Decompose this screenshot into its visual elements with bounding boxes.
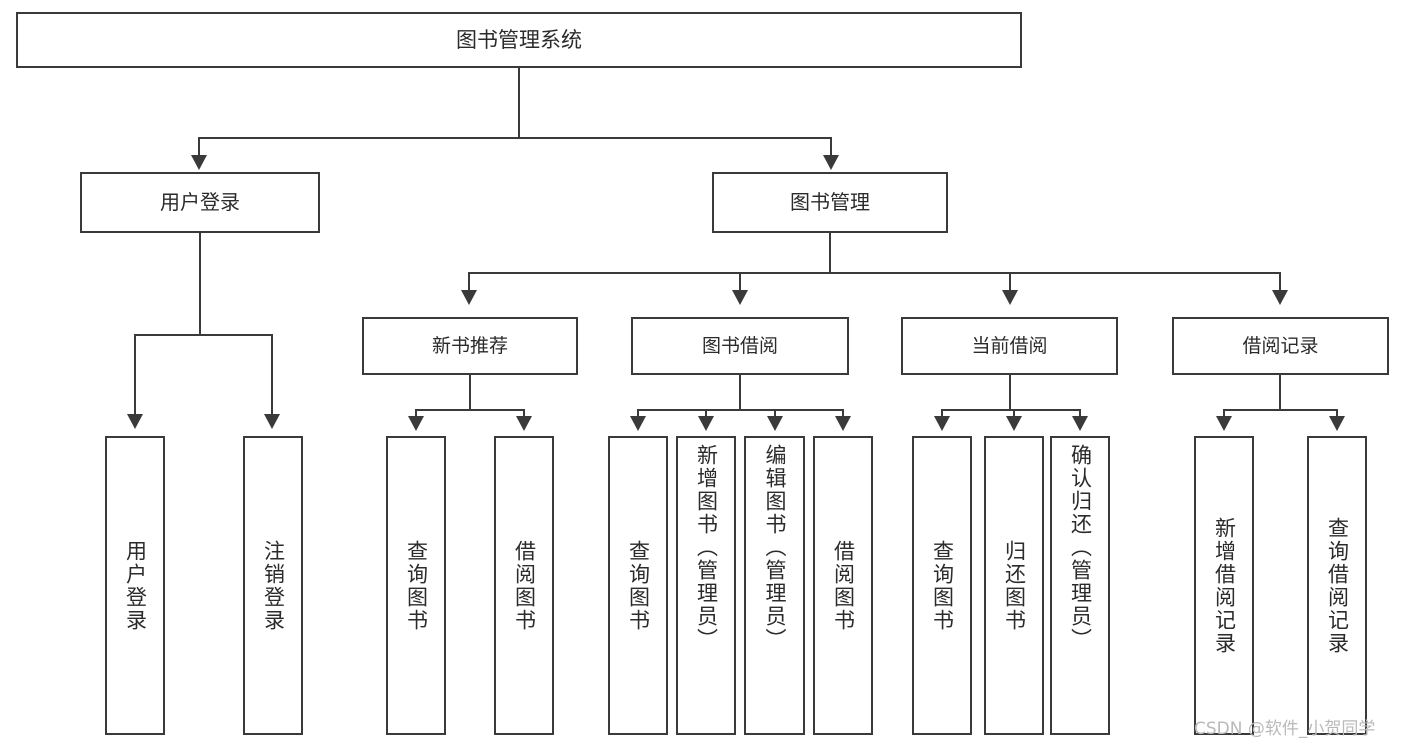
node-book-borrow-label: 图书借阅: [701, 334, 778, 357]
node-current-borrow[interactable]: 当前借阅: [901, 317, 1118, 375]
connector-root-to-user-login: [198, 137, 200, 157]
arrowhead-to-book-borrow: [732, 290, 748, 305]
arrowhead-root-to-book-manage: [823, 155, 839, 170]
connector-current-borrow-stem: [1009, 375, 1011, 410]
leaf-query-book-3-label: 查询图书: [930, 539, 955, 632]
arrowhead-root-to-user-login: [191, 155, 207, 170]
arrowhead-br-to-leaf-2: [1329, 416, 1345, 431]
node-book-manage[interactable]: 图书管理: [712, 172, 948, 233]
connector-cb-to-leaf-1: [941, 409, 943, 418]
leaf-user-login-label: 用户登录: [123, 539, 148, 632]
arrowhead-to-new-book-recommend: [461, 290, 477, 305]
leaf-query-book-2-label: 查询图书: [626, 539, 651, 632]
arrowhead-cb-to-leaf-3: [1072, 416, 1088, 431]
arrowhead-to-current-borrow: [1002, 290, 1018, 305]
connector-book-borrow-stem: [739, 375, 741, 410]
leaf-add-borrow-record[interactable]: 新增借阅记录: [1194, 436, 1254, 735]
connector-user-login-bus: [134, 334, 273, 336]
leaf-query-borrow-record-label: 查询借阅记录: [1325, 516, 1350, 655]
node-book-manage-label: 图书管理: [790, 189, 870, 214]
leaf-query-borrow-record[interactable]: 查询借阅记录: [1307, 436, 1367, 735]
leaf-user-logout[interactable]: 注销登录: [243, 436, 303, 735]
leaf-borrow-book-1[interactable]: 借阅图书: [494, 436, 554, 735]
arrowhead-nbr-to-leaf-2: [516, 416, 532, 431]
node-borrow-record[interactable]: 借阅记录: [1172, 317, 1389, 375]
node-new-book-recommend[interactable]: 新书推荐: [362, 317, 578, 375]
arrowhead-to-borrow-record: [1272, 290, 1288, 305]
connector-nbr-to-leaf-1: [415, 409, 417, 418]
node-root-system-label: 图书管理系统: [456, 27, 582, 52]
arrowhead-bb-to-leaf-2: [698, 416, 714, 431]
connector-borrow-record-stem: [1279, 375, 1281, 410]
arrowhead-bb-to-leaf-1: [630, 416, 646, 431]
node-new-book-recommend-label: 新书推荐: [431, 334, 508, 357]
connector-bb-to-leaf-1: [637, 409, 639, 418]
arrowhead-user-login-to-leaf-1: [127, 414, 143, 429]
leaf-query-book-1-label: 查询图书: [404, 539, 429, 632]
leaf-borrow-book-2[interactable]: 借阅图书: [813, 436, 873, 735]
connector-cb-to-leaf-3: [1079, 409, 1081, 418]
leaf-confirm-return-admin-label: 确认归还（管理员）: [1068, 444, 1093, 651]
leaf-add-book-admin-label: 新增图书（管理员）: [694, 444, 719, 651]
watermark-text: CSDN @软件_小贺同学: [1194, 719, 1376, 739]
leaf-add-borrow-record-label: 新增借阅记录: [1212, 516, 1237, 655]
node-user-login-label: 用户登录: [160, 189, 240, 214]
node-borrow-record-label: 借阅记录: [1242, 334, 1319, 357]
connector-book-manage-stem: [829, 233, 831, 273]
connector-new-book-recommend-bus: [415, 409, 525, 411]
connector-to-borrow-record: [1279, 272, 1281, 292]
leaf-add-book-admin[interactable]: 新增图书（管理员）: [676, 436, 736, 735]
connector-root-to-book-manage: [830, 137, 832, 157]
node-user-login[interactable]: 用户登录: [80, 172, 320, 233]
connector-book-manage-bus: [468, 272, 1280, 274]
leaf-edit-book-admin[interactable]: 编辑图书（管理员）: [744, 436, 805, 735]
leaf-query-book-3[interactable]: 查询图书: [912, 436, 972, 735]
connector-cb-to-leaf-2: [1013, 409, 1015, 418]
connector-book-borrow-bus: [637, 409, 843, 411]
connector-to-new-book-recommend: [468, 272, 470, 292]
leaf-borrow-book-2-label: 借阅图书: [831, 539, 856, 632]
connector-current-borrow-bus: [941, 409, 1080, 411]
connector-bb-to-leaf-3: [774, 409, 776, 418]
leaf-query-book-1[interactable]: 查询图书: [386, 436, 446, 735]
arrowhead-cb-to-leaf-2: [1006, 416, 1022, 431]
arrowhead-br-to-leaf-1: [1216, 416, 1232, 431]
connector-root-stem: [518, 68, 520, 138]
arrowhead-bb-to-leaf-4: [835, 416, 851, 431]
leaf-user-logout-label: 注销登录: [261, 539, 286, 632]
connector-user-login-to-leaf-2: [271, 334, 273, 416]
connector-user-login-to-leaf-1: [134, 334, 136, 416]
connector-new-book-recommend-stem: [469, 375, 471, 410]
arrowhead-bb-to-leaf-3: [767, 416, 783, 431]
leaf-edit-book-admin-label: 编辑图书（管理员）: [763, 444, 787, 651]
connector-br-to-leaf-2: [1336, 409, 1338, 418]
leaf-user-login[interactable]: 用户登录: [105, 436, 165, 735]
leaf-confirm-return-admin[interactable]: 确认归还（管理员）: [1050, 436, 1110, 735]
node-current-borrow-label: 当前借阅: [971, 334, 1048, 357]
leaf-query-book-2[interactable]: 查询图书: [608, 436, 668, 735]
node-root-system[interactable]: 图书管理系统: [16, 12, 1022, 68]
leaf-borrow-book-1-label: 借阅图书: [512, 539, 537, 632]
connector-borrow-record-bus: [1223, 409, 1338, 411]
arrowhead-cb-to-leaf-1: [934, 416, 950, 431]
connector-bb-to-leaf-2: [705, 409, 707, 418]
node-book-borrow[interactable]: 图书借阅: [631, 317, 849, 375]
leaf-return-book[interactable]: 归还图书: [984, 436, 1044, 735]
arrowhead-nbr-to-leaf-1: [408, 416, 424, 431]
connector-to-book-borrow: [739, 272, 741, 292]
connector-to-current-borrow: [1009, 272, 1011, 292]
connector-nbr-to-leaf-2: [523, 409, 525, 418]
leaf-return-book-label: 归还图书: [1002, 539, 1027, 632]
connector-bb-to-leaf-4: [842, 409, 844, 418]
connector-br-to-leaf-1: [1223, 409, 1225, 418]
connector-user-login-stem: [199, 233, 201, 335]
arrowhead-user-login-to-leaf-2: [264, 414, 280, 429]
connector-root-bus: [198, 137, 831, 139]
